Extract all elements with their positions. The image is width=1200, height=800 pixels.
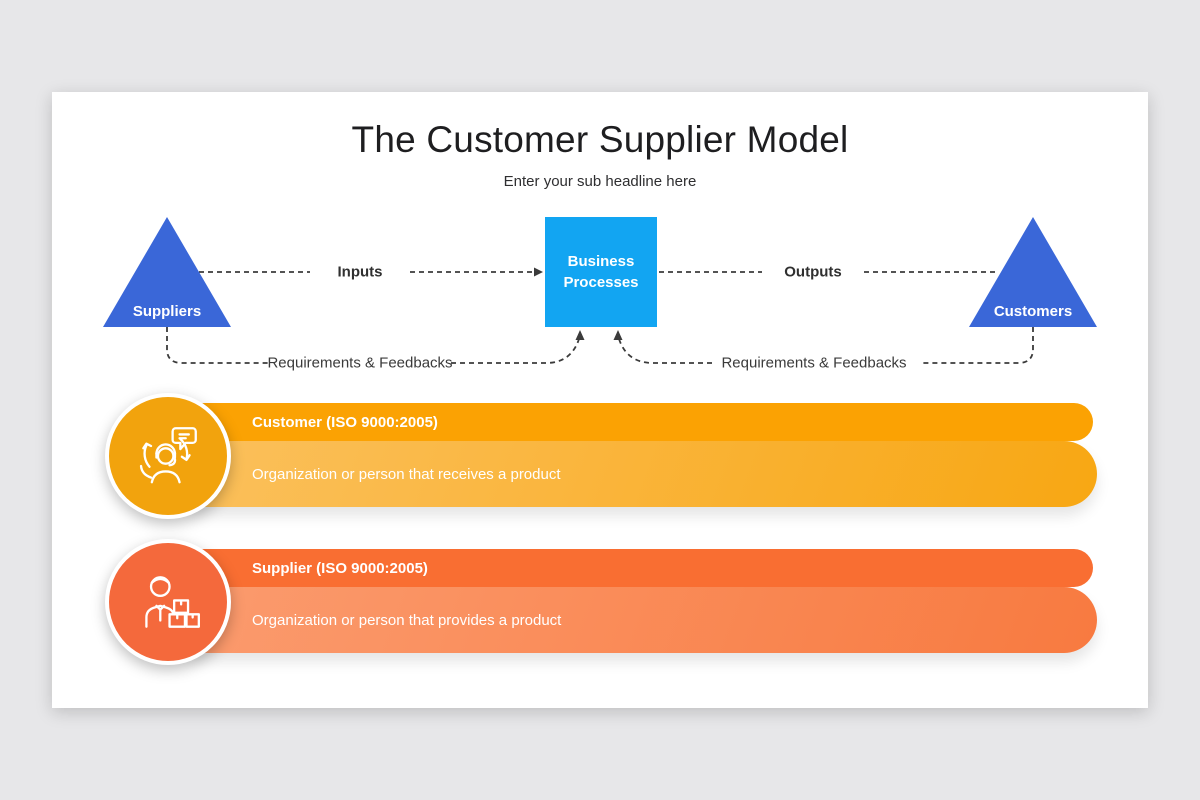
feedback-right-label: Requirements & Feedbacks [721,354,907,372]
slide-title: The Customer Supplier Model [351,119,849,160]
feedback-right-start-dash [920,327,1034,364]
feedback-right-arrowhead-icon [613,330,623,340]
customers-triangle: Customers [969,217,1097,327]
customer-definition-description: Organization or person that receives a p… [192,441,1097,507]
business-processes-box: Business Processes [545,217,657,327]
customer-definition-title: Customer (ISO 9000:2005) [192,403,1093,441]
customer-support-icon [139,427,197,484]
supplier-icon-circle [105,539,231,665]
supplier-delivery-icon [145,576,200,628]
suppliers-triangle: Suppliers [103,217,231,327]
suppliers-triangle-label: Suppliers [132,303,202,320]
outputs-label: Outputs [784,263,842,281]
supplier-definition-title: Supplier (ISO 9000:2005) [192,549,1093,587]
supplier-definition-description: Organization or person that provides a p… [192,587,1097,653]
customer-icon-circle [105,393,231,519]
feedback-left-start-dash [166,327,269,364]
inputs-arrowhead-icon [534,267,543,277]
feedback-right-end-dash [618,338,712,364]
slide-subtitle: Enter your sub headline here [503,173,697,190]
inputs-label: Inputs [337,263,383,281]
slide-card: The Customer Supplier Model Enter your s… [52,92,1148,708]
customers-triangle-label: Customers [993,303,1073,320]
feedback-left-end-dash [451,338,580,364]
feedback-left-label: Requirements & Feedbacks [267,354,453,372]
feedback-left-arrowhead-icon [575,330,585,340]
